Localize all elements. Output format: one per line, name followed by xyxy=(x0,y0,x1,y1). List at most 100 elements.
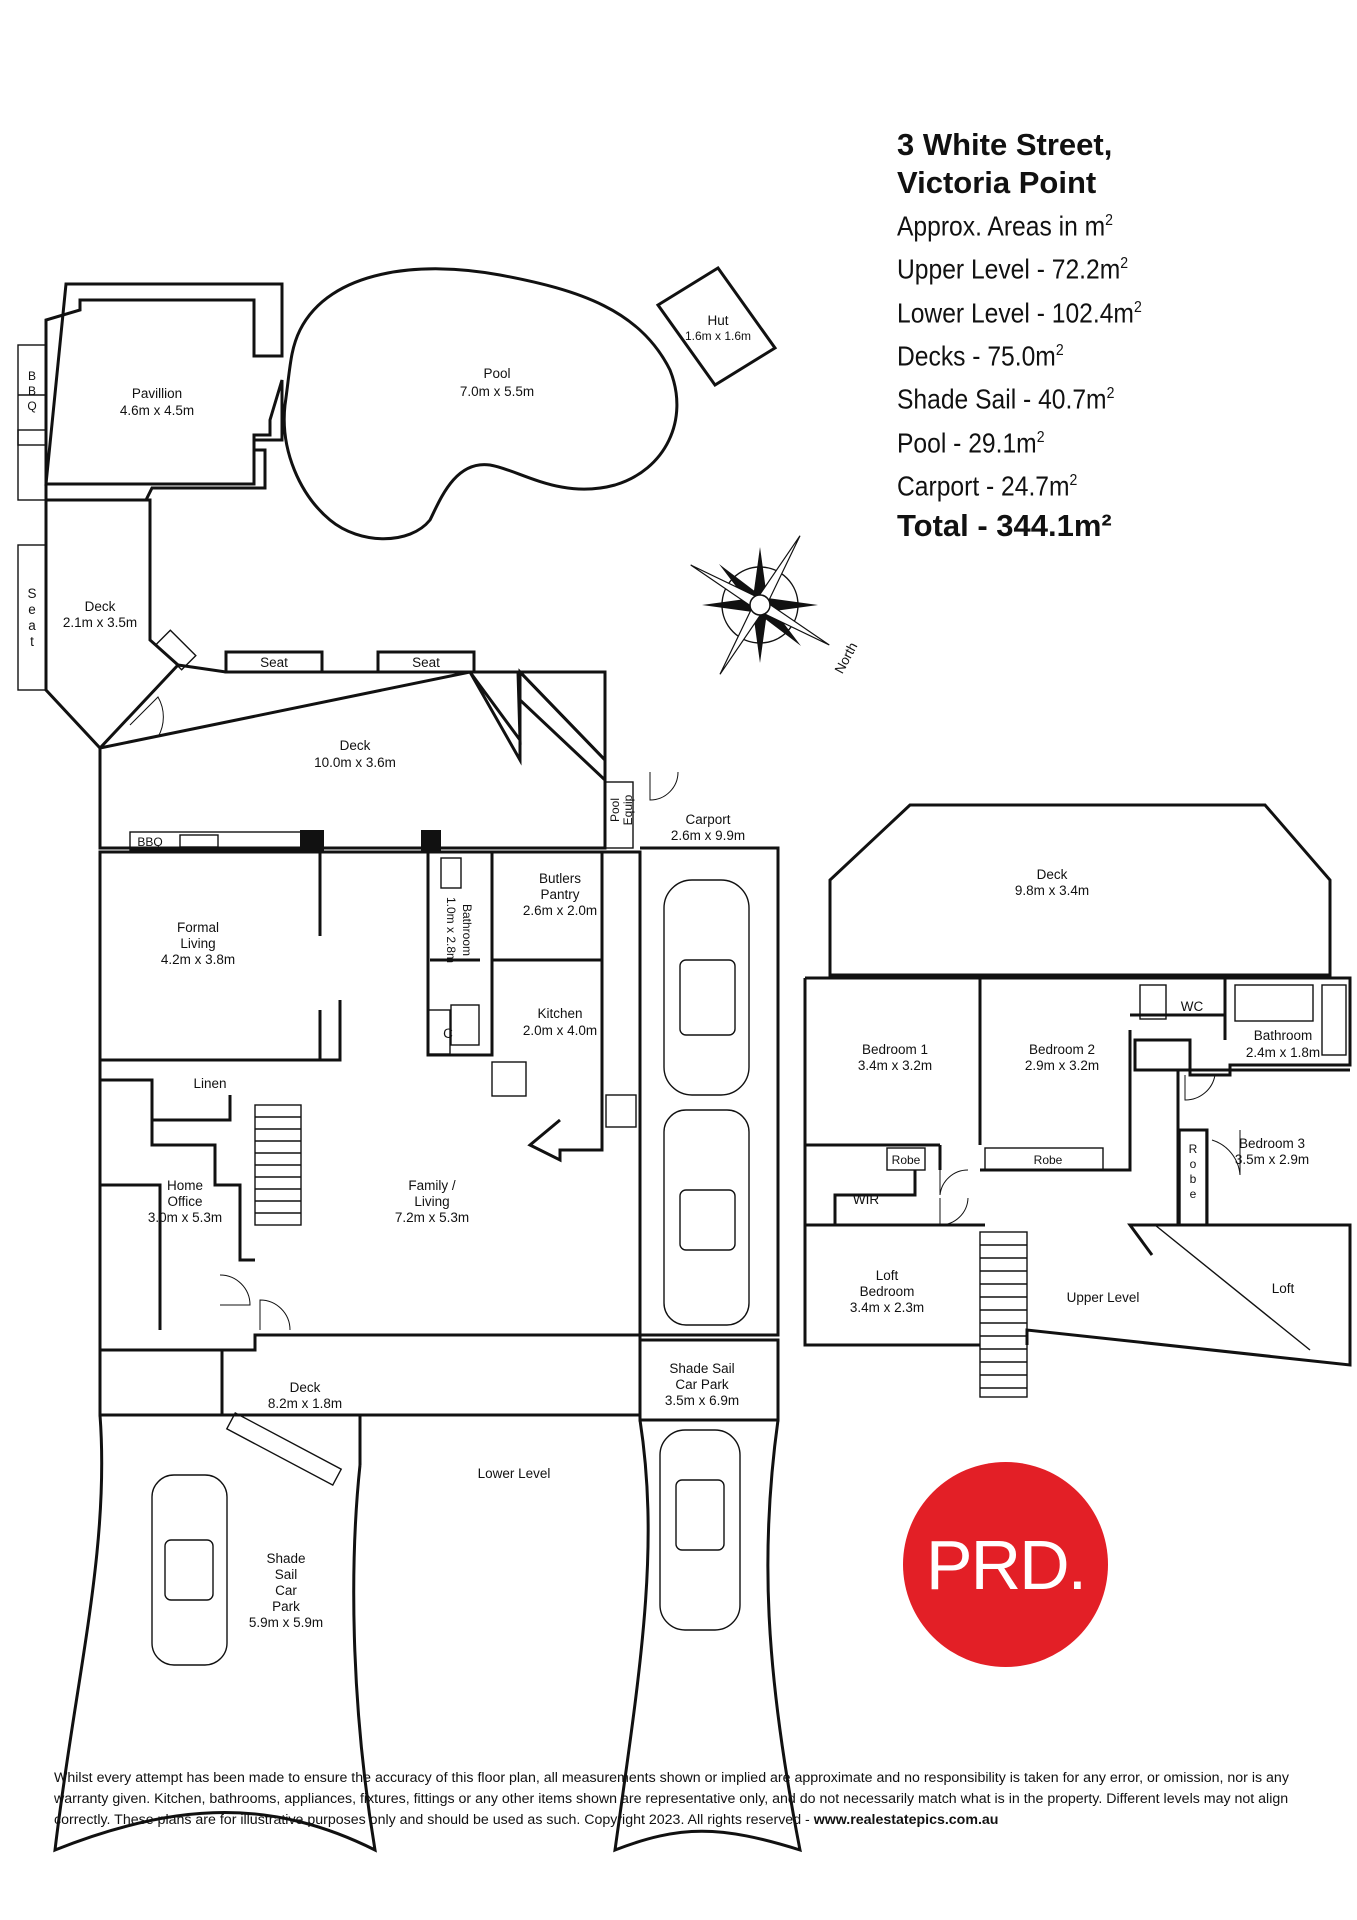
butlers-pantry-dims: 2.6m x 2.0m xyxy=(523,903,597,918)
robe-b: b xyxy=(1190,1172,1197,1186)
pool-outline xyxy=(282,267,679,541)
bbq-label-q: Q xyxy=(27,399,36,413)
disclaimer: Whilst every attempt has been made to en… xyxy=(54,1768,1314,1831)
area-decks: Decks - 75.0m2 xyxy=(897,340,1064,372)
bathroom-lower-dims: 1.0m x 2.8m xyxy=(444,897,458,963)
carport-dims: 2.6m x 9.9m xyxy=(671,828,745,843)
kitchen-label: Kitchen xyxy=(537,1006,582,1021)
title-block: 3 White Street, Victoria Point Approx. A… xyxy=(897,126,1317,547)
formal-living-1: Formal xyxy=(177,920,219,935)
area-carport: Carport - 24.7m2 xyxy=(897,470,1078,502)
upper-level-label: Upper Level xyxy=(1067,1290,1140,1305)
address-line2: Victoria Point xyxy=(897,165,1097,200)
kitchen-dims: 2.0m x 4.0m xyxy=(523,1023,597,1038)
home-office-2: Office xyxy=(167,1194,202,1209)
pool-label: Pool xyxy=(483,366,510,381)
shade-sail-right-dims: 3.5m x 6.9m xyxy=(665,1393,739,1408)
carport xyxy=(640,846,780,1337)
home-office-dims: 3.0m x 5.3m xyxy=(148,1210,222,1225)
seat-label-1: Seat xyxy=(260,655,288,670)
robe-e: e xyxy=(1190,1187,1197,1201)
prd-logo-text: PRD. xyxy=(925,1525,1087,1604)
seat-e: e xyxy=(28,602,36,617)
bedroom2-label: Bedroom 2 xyxy=(1029,1042,1095,1057)
prd-logo: PRD. xyxy=(903,1462,1108,1667)
bedroom1-dims: 3.4m x 3.2m xyxy=(858,1058,932,1073)
wc-label: WC xyxy=(1181,999,1204,1014)
robe-label-1: Robe xyxy=(892,1153,921,1167)
deck-upper xyxy=(828,803,1332,977)
loft-bedroom-1: Loft xyxy=(876,1268,899,1283)
area-upper: Upper Level - 72.2m2 xyxy=(897,253,1129,285)
compass-icon xyxy=(690,535,830,675)
deck-small-dims: 2.1m x 3.5m xyxy=(63,615,137,630)
pavillion-label: Pavillion xyxy=(132,386,182,401)
area-lower: Lower Level - 102.4m2 xyxy=(897,296,1142,328)
area-shade-sail: Shade Sail - 40.7m2 xyxy=(897,383,1115,415)
seat-t: t xyxy=(30,634,34,649)
stairs-upper xyxy=(979,1231,1028,1398)
disclaimer-text: Whilst every attempt has been made to en… xyxy=(54,1770,1289,1828)
website-link[interactable]: www.realestatepics.com.au xyxy=(813,1812,999,1828)
loft-label: Loft xyxy=(1272,1281,1295,1296)
pool-dims: 7.0m x 5.5m xyxy=(460,384,534,399)
pool-equip-1: Pool xyxy=(608,798,622,822)
deck-main-dims: 10.0m x 3.6m xyxy=(314,755,396,770)
family-living-2: Living xyxy=(414,1194,449,1209)
car-icon xyxy=(663,879,750,1096)
carport-label: Carport xyxy=(685,812,730,827)
butlers-pantry-2: Pantry xyxy=(540,887,579,902)
seat-label-2: Seat xyxy=(412,655,440,670)
north-label: North xyxy=(832,640,861,676)
shade-sail-left-2: Sail xyxy=(275,1567,298,1582)
upper-level-walls xyxy=(803,976,1352,1367)
formal-living-dims: 4.2m x 3.8m xyxy=(161,952,235,967)
shade-sail-left-1: Shade xyxy=(266,1551,305,1566)
bathroom-lower-label: Bathroom xyxy=(460,904,474,956)
area-total: Total - 344.1m² xyxy=(897,508,1112,544)
area-pool: Pool - 29.1m2 xyxy=(897,426,1045,458)
seat-a: a xyxy=(28,618,36,633)
deck-small-label: Deck xyxy=(85,599,116,614)
shade-sail-left xyxy=(53,1414,377,1853)
deck-main-label: Deck xyxy=(340,738,371,753)
deck-upper-label: Deck xyxy=(1037,867,1068,882)
cupboard-c: C xyxy=(443,1026,453,1041)
robe-r: R xyxy=(1189,1142,1198,1156)
stairs-lower xyxy=(254,1104,302,1226)
bedroom3-label: Bedroom 3 xyxy=(1239,1136,1305,1151)
shade-sail-left-3: Car xyxy=(275,1583,297,1598)
wir-label: WIR xyxy=(853,1192,879,1207)
loft-bedroom-2: Bedroom xyxy=(860,1284,915,1299)
deck-upper-dims: 9.8m x 3.4m xyxy=(1015,883,1089,898)
family-living-dims: 7.2m x 5.3m xyxy=(395,1210,469,1225)
bathroom-upper-dims: 2.4m x 1.8m xyxy=(1246,1045,1320,1060)
car-icon xyxy=(659,1429,741,1631)
areas-caption: Approx. Areas in m2 xyxy=(897,210,1114,242)
pool-equip-2: Equip xyxy=(621,794,635,825)
hut-dims: 1.6m x 1.6m xyxy=(685,329,751,343)
pavillion-dims: 4.6m x 4.5m xyxy=(120,403,194,418)
hut xyxy=(655,265,778,388)
robe-o: o xyxy=(1190,1157,1197,1171)
seat-s: S xyxy=(27,586,36,601)
pavillion xyxy=(17,282,284,502)
bbq-label-b2: B xyxy=(28,384,36,398)
bathroom-upper-label: Bathroom xyxy=(1254,1028,1313,1043)
bbq-label: BBQ xyxy=(137,835,162,849)
address-line1: 3 White Street, xyxy=(897,127,1113,162)
shade-sail-right-2: Car Park xyxy=(675,1377,729,1392)
shade-sail-left-4: Park xyxy=(272,1599,300,1614)
car-icon xyxy=(151,1474,228,1666)
formal-living-2: Living xyxy=(180,936,215,951)
deck-lower-dims: 8.2m x 1.8m xyxy=(268,1396,342,1411)
linen-label: Linen xyxy=(193,1076,226,1091)
loft-bedroom-dims: 3.4m x 2.3m xyxy=(850,1300,924,1315)
car-icon xyxy=(663,1109,750,1326)
family-living-1: Family / xyxy=(408,1178,455,1193)
shade-sail-left-dims: 5.9m x 5.9m xyxy=(249,1615,323,1630)
home-office-1: Home xyxy=(167,1178,203,1193)
bedroom1-label: Bedroom 1 xyxy=(862,1042,928,1057)
bedroom2-dims: 2.9m x 3.2m xyxy=(1025,1058,1099,1073)
